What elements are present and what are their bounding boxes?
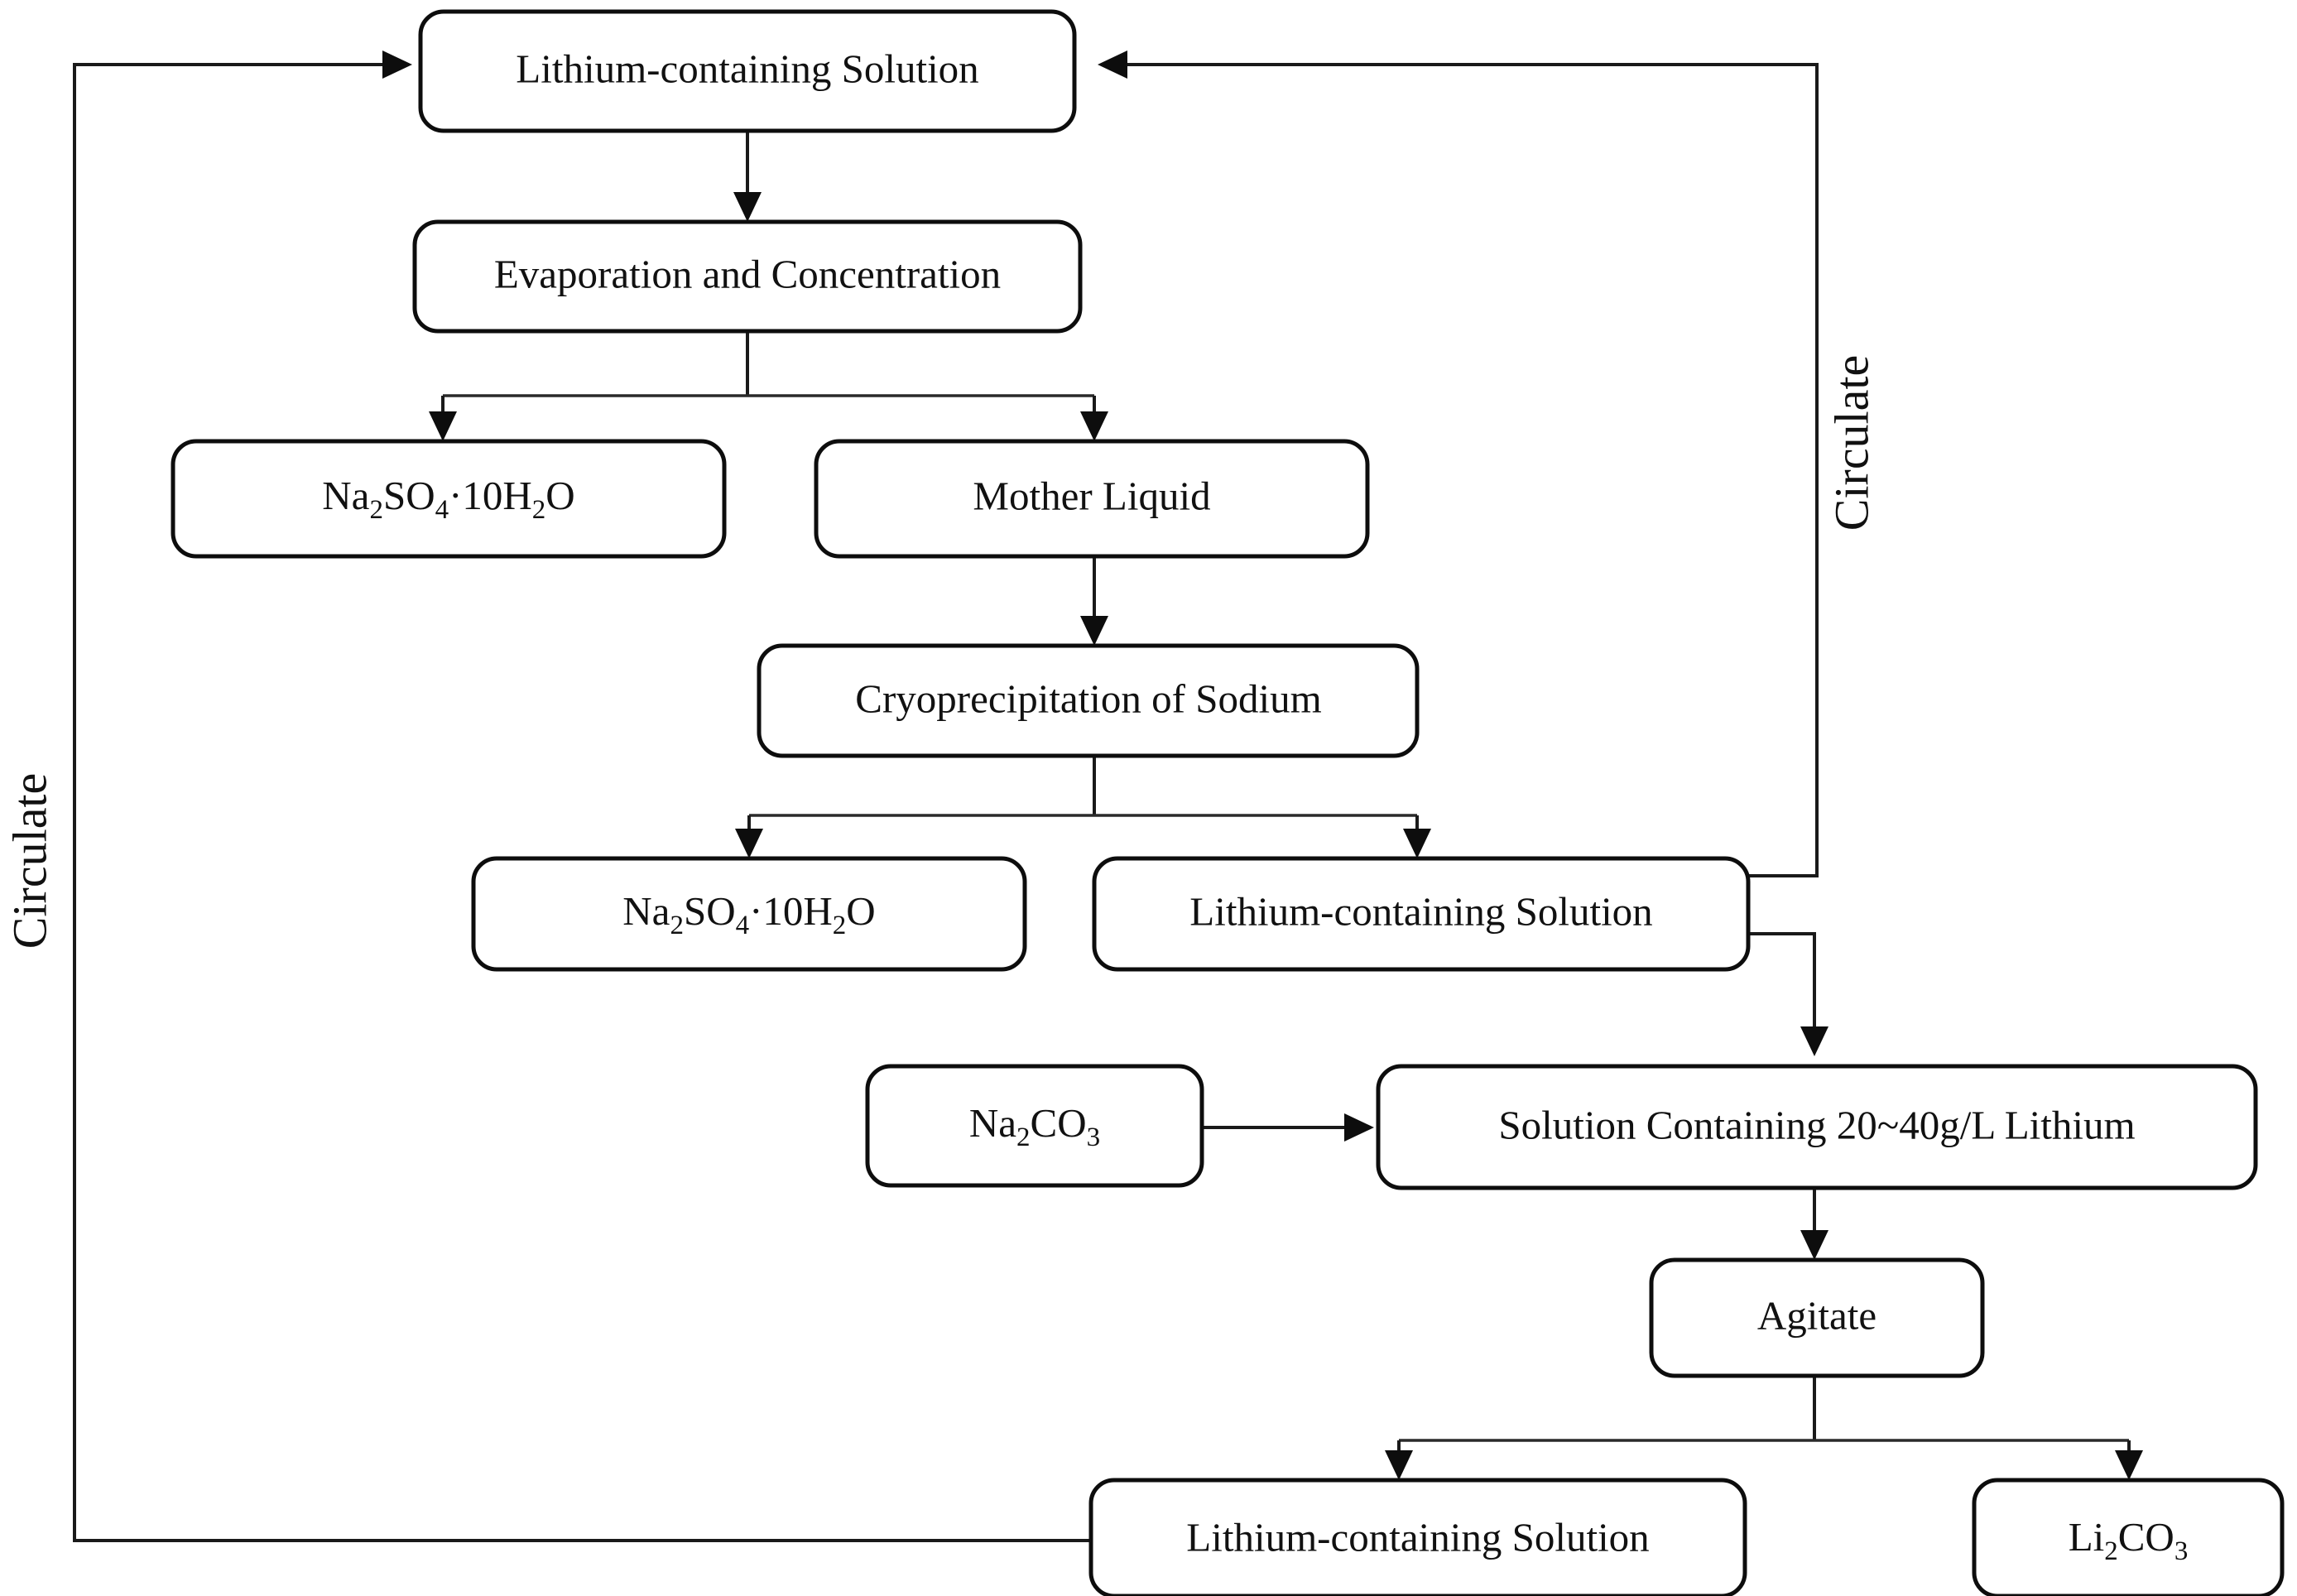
node-label-lithium-solution-mid: Lithium-containing Solution — [1189, 888, 1652, 934]
node-label-li2co3: Li2CO3 — [2069, 1514, 2189, 1565]
node-label-na2so4-left: Na2SO4·10H2O — [322, 473, 574, 524]
node-li2co3[interactable]: Li2CO3 — [1972, 1478, 2285, 1596]
node-box-rect[interactable] — [1088, 1478, 1747, 1596]
edge-cryo-split — [735, 756, 1431, 858]
node-box-rect[interactable] — [1092, 856, 1751, 972]
node-mother-liquid[interactable]: Mother Liquid — [814, 439, 1370, 559]
node-box-rect[interactable] — [412, 219, 1083, 334]
edge-circulate-right — [1098, 50, 1819, 877]
node-lithium-solution-mid[interactable]: Lithium-containing Solution — [1092, 856, 1751, 972]
edge-midsolution-to-solution2040 — [1748, 932, 1828, 1056]
node-box-rect[interactable] — [471, 856, 1027, 972]
node-box-rect[interactable] — [418, 9, 1077, 133]
node-label-agitate: Agitate — [1757, 1292, 1877, 1338]
node-agitate[interactable]: Agitate — [1649, 1257, 1985, 1378]
node-label-cryoprecipitation: Cryoprecipitation of Sodium — [855, 675, 1321, 721]
edge-solution2040-to-agitate — [1800, 1188, 1828, 1260]
node-na2so4-mid[interactable]: Na2SO4·10H2O — [471, 856, 1027, 972]
node-solution-20-40[interactable]: Solution Containing 20~40g/L Lithium — [1376, 1064, 2258, 1190]
node-na2so4-left[interactable]: Na2SO4·10H2O — [171, 439, 727, 559]
circulate-right-text: Circulate — [1824, 355, 1878, 531]
node-label-na2co3: Na2CO3 — [969, 1100, 1100, 1151]
node-label-solution-20-40: Solution Containing 20~40g/L Lithium — [1498, 1102, 2135, 1147]
node-box-rect[interactable] — [814, 439, 1370, 559]
node-box-rect[interactable] — [865, 1064, 1204, 1188]
edge-lithium-to-evaporation — [733, 131, 762, 222]
node-box-rect[interactable] — [1649, 1257, 1985, 1378]
edge-evaporation-split — [429, 331, 1108, 441]
node-label-lithium-solution-top: Lithium-containing Solution — [516, 46, 978, 91]
edge-agitate-split — [1385, 1376, 2143, 1480]
label-circulate-right: Circulate — [1824, 355, 1878, 531]
node-label-na2so4-mid: Na2SO4·10H2O — [622, 888, 875, 940]
node-cryoprecipitation[interactable]: Cryoprecipitation of Sodium — [757, 643, 1420, 758]
label-circulate-left: Circulate — [2, 773, 56, 949]
node-lithium-solution-bottom[interactable]: Lithium-containing Solution — [1088, 1478, 1747, 1596]
node-na2co3[interactable]: Na2CO3 — [865, 1064, 1204, 1188]
node-box-rect[interactable] — [171, 439, 727, 559]
node-label-evaporation: Evaporation and Concentration — [494, 251, 1001, 296]
node-label-lithium-solution-bottom: Lithium-containing Solution — [1186, 1514, 1649, 1560]
node-label-mother-liquid: Mother Liquid — [973, 473, 1210, 518]
edge-na2co3-to-solution2040 — [1202, 1113, 1374, 1142]
circulate-left-text: Circulate — [2, 773, 56, 949]
node-box-rect[interactable] — [757, 643, 1420, 758]
node-box-rect[interactable] — [1972, 1478, 2285, 1596]
node-box-rect[interactable] — [1376, 1064, 2258, 1190]
node-evaporation[interactable]: Evaporation and Concentration — [412, 219, 1083, 334]
edge-circulate-left — [73, 50, 1091, 1542]
node-lithium-solution-top[interactable]: Lithium-containing Solution — [418, 9, 1077, 133]
edge-motherliquid-to-cryo — [1080, 556, 1108, 646]
